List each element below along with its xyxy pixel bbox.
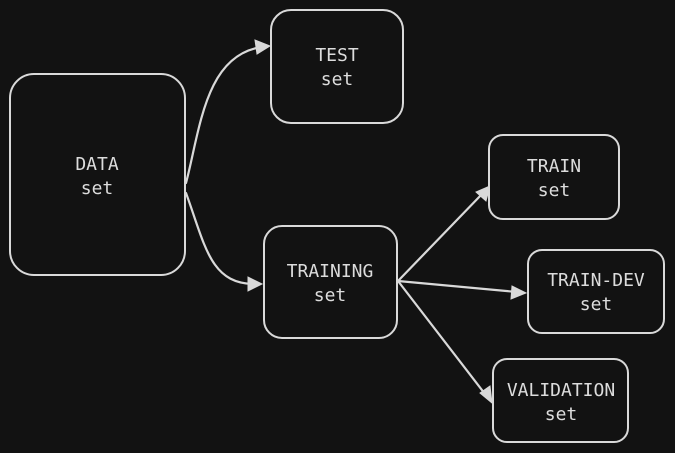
node-train-dev-set-label-1: TRAIN-DEV bbox=[547, 270, 645, 291]
edge-training-to-validation bbox=[396, 279, 487, 396]
edge-training-to-train-dev bbox=[396, 279, 519, 294]
node-test-set-label-2: set bbox=[321, 69, 354, 90]
node-validation-set-label-1: VALIDATION bbox=[507, 380, 615, 401]
edge-data-to-training bbox=[184, 191, 255, 286]
node-train-dev-set[interactable]: TRAIN-DEV set bbox=[527, 249, 665, 334]
node-train-dev-set-label-2: set bbox=[580, 294, 613, 315]
node-data-set[interactable]: DATA set bbox=[9, 73, 186, 276]
node-train-set-label-1: TRAIN bbox=[527, 156, 581, 177]
node-test-set[interactable]: TEST set bbox=[270, 9, 404, 124]
node-train-set[interactable]: TRAIN set bbox=[488, 134, 620, 220]
node-train-set-label-2: set bbox=[538, 180, 571, 201]
arrowhead-training bbox=[247, 276, 264, 292]
edge-training-to-train bbox=[396, 191, 485, 283]
node-data-set-label-2: set bbox=[81, 178, 114, 199]
node-training-set-label-2: set bbox=[314, 285, 347, 306]
node-training-set[interactable]: TRAINING set bbox=[263, 225, 398, 339]
edge-data-to-test bbox=[184, 45, 264, 185]
node-validation-set[interactable]: VALIDATION set bbox=[492, 358, 629, 443]
arrowhead-validation bbox=[479, 385, 493, 405]
arrowhead-train-dev bbox=[510, 285, 528, 300]
node-validation-set-label-2: set bbox=[545, 404, 578, 425]
node-training-set-label-1: TRAINING bbox=[287, 261, 374, 282]
node-data-set-label-1: DATA bbox=[75, 154, 119, 175]
arrowhead-test bbox=[254, 39, 272, 55]
edges bbox=[184, 39, 528, 405]
node-test-set-label-1: TEST bbox=[315, 45, 359, 66]
